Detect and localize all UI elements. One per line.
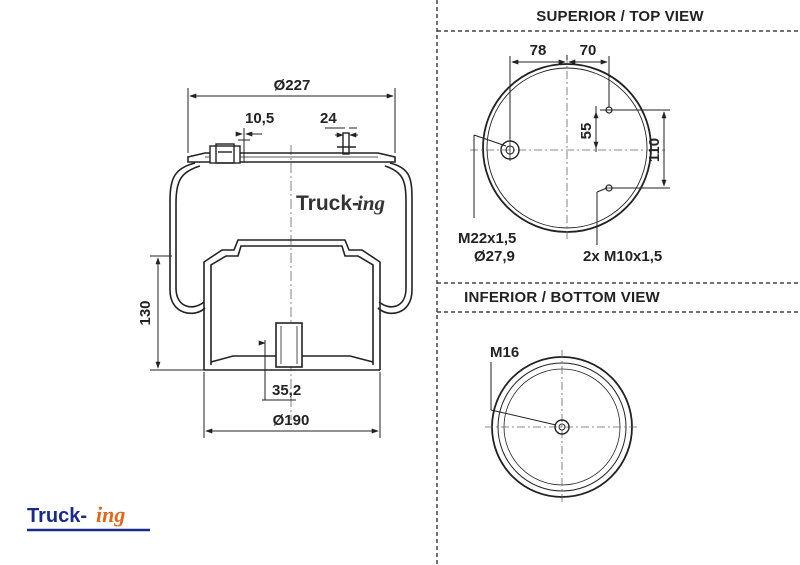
main-thread-label: M22x1,5	[458, 230, 516, 247]
logo-main-text: Truck-	[27, 505, 87, 527]
center-bolt-hole	[554, 419, 570, 435]
pin-offset-label: 24	[320, 110, 337, 127]
view-dividers	[436, 0, 800, 565]
small-threads-label: 2x M10x1,5	[583, 248, 662, 265]
main-diameter-label: Ø27,9	[474, 248, 515, 265]
dim-pin-offset	[325, 127, 358, 138]
dim-vertical	[593, 106, 670, 189]
watermark: Truck- ing	[296, 191, 385, 215]
top-view: 78 70 55 110 M22x1,5 Ø27,9 2x M10x1,5	[458, 42, 670, 265]
main-bolt-hole	[500, 139, 520, 161]
dim-left-label: 78	[530, 42, 547, 59]
dim-height	[150, 255, 204, 371]
m16-leader	[490, 362, 557, 426]
dim-inner-vertical-label: 55	[578, 123, 595, 140]
watermark-main: Truck-	[296, 192, 359, 215]
logo-suffix-text: ing	[96, 502, 125, 527]
rubber-bellow	[169, 162, 413, 315]
dim-stud-offset	[235, 128, 262, 162]
dim-horizontal	[509, 55, 610, 139]
piston	[203, 239, 381, 371]
top-stud	[209, 143, 241, 164]
air-pin	[337, 132, 356, 155]
bottom-diameter-label: Ø190	[273, 412, 310, 429]
dim-center-bore	[262, 340, 296, 401]
bottom-view: M16	[485, 344, 640, 505]
bottom-thread-label: M16	[490, 344, 519, 361]
small-bolt-holes	[605, 106, 613, 192]
dim-bottom-diameter	[203, 372, 381, 438]
bottom-view-title: INFERIOR / BOTTOM VIEW	[464, 289, 660, 306]
center-bore-label: 35,2	[272, 382, 301, 399]
top-diameter-label: Ø227	[274, 77, 311, 94]
leader-lines	[473, 134, 608, 245]
dim-outer-vertical-label: 110	[646, 138, 663, 162]
side-view: Truck- ing Ø227 10,5 24	[137, 77, 413, 438]
company-logo: Truck- ing	[27, 502, 150, 532]
watermark-suffix: ing	[357, 191, 385, 215]
top-view-title: SUPERIOR / TOP VIEW	[536, 8, 704, 25]
stud-offset-label: 10,5	[245, 110, 274, 127]
dim-right-label: 70	[580, 42, 597, 59]
height-label: 130	[137, 300, 154, 325]
dim-top-diameter	[187, 88, 396, 153]
